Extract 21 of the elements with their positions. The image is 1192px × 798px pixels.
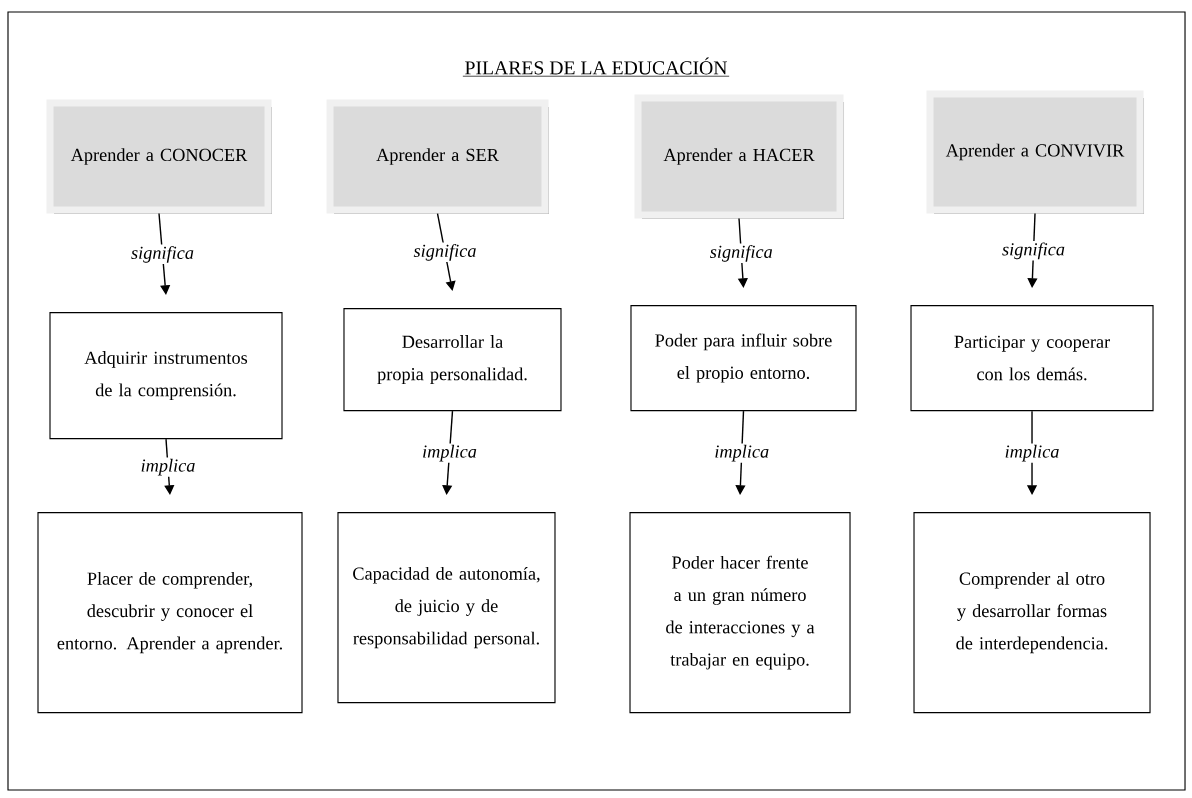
- edge-label: implica: [712, 443, 771, 463]
- text-box: Capacidad de autonomía, de juicio y de responsabilidad personal.: [337, 512, 556, 704]
- text-box: Participar y cooperar con los demás.: [910, 305, 1154, 412]
- text-box: Poder para influir sobre el propio entorno.: [630, 305, 857, 412]
- edge-label: implica: [420, 443, 479, 463]
- edge-label: significa: [708, 243, 775, 264]
- edge-label: significa: [412, 242, 478, 263]
- edge-label: significa: [1000, 241, 1067, 261]
- text-box: Poder hacer frente a un gran número de interacciones y a trabajar en equipo.: [629, 512, 851, 714]
- text-box: Comprender al otro y desarrollar formas de interdependencia.: [913, 512, 1151, 714]
- edge-label: implica: [1003, 443, 1061, 463]
- edge-label: significa: [129, 244, 196, 265]
- text-box: Adquirir instrumentos de la comprensión.: [49, 312, 283, 440]
- header-box: Aprender a SER: [326, 99, 549, 214]
- header-box: Aprender a CONOCER: [46, 99, 272, 214]
- text-box: Placer de comprender, descubrir y conocer el entorno. Aprender a aprender.: [37, 512, 303, 714]
- header-box: Aprender a HACER: [634, 94, 844, 219]
- title: PILARES DE LA EDUCACIÓN: [462, 57, 730, 77]
- text-box: Desarrollar la propia personalidad.: [343, 308, 562, 412]
- edge-label: implica: [139, 457, 197, 477]
- header-box: Aprender a CONVIVIR: [926, 90, 1144, 214]
